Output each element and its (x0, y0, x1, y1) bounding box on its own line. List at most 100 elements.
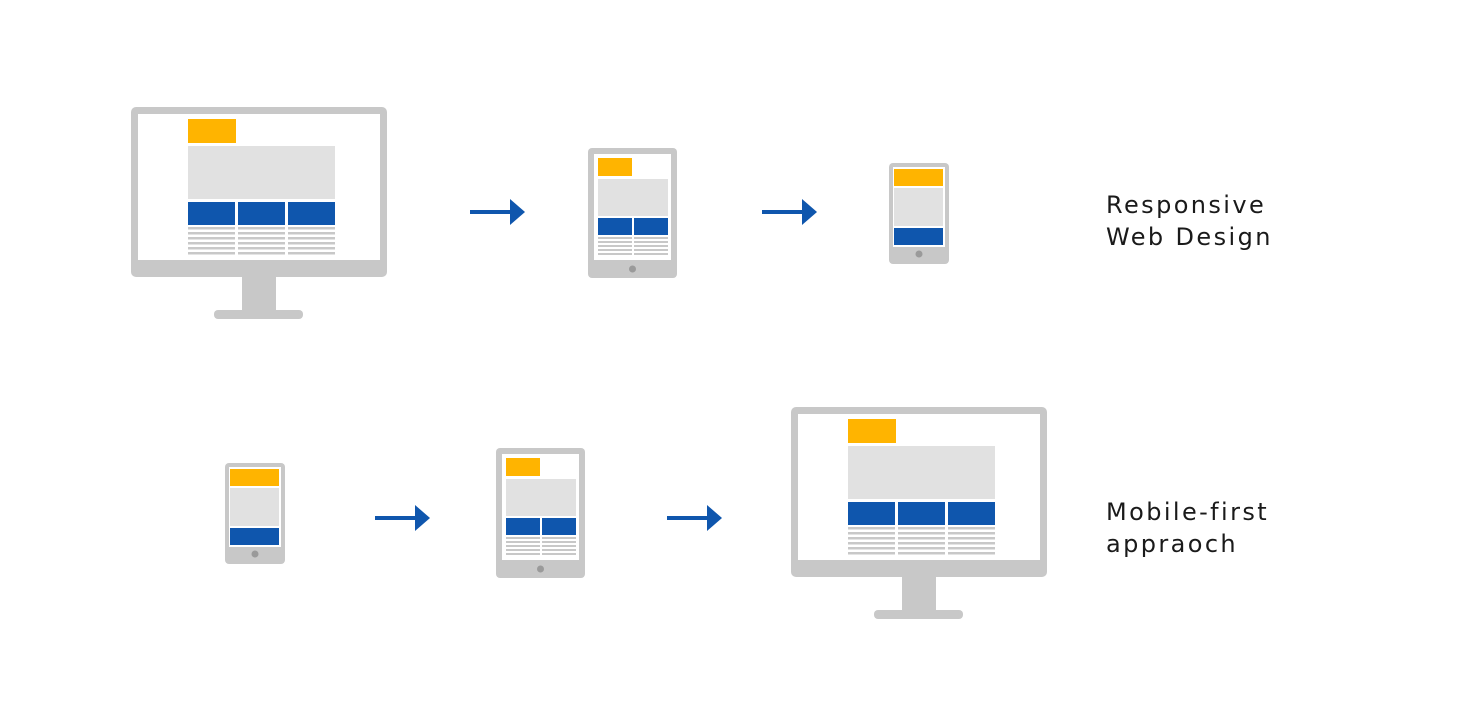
text-line (898, 552, 945, 555)
monitor-neck (242, 277, 276, 311)
text-line (506, 545, 540, 547)
mobile-first-approach-label: Mobile-first appraoch (1106, 496, 1269, 560)
text-line (634, 237, 668, 239)
text-line (238, 247, 285, 250)
arrow-head (510, 199, 525, 225)
text-line (634, 253, 668, 255)
text-line (506, 553, 540, 555)
column-block (894, 228, 943, 245)
text-line (634, 241, 668, 243)
text-line (848, 532, 895, 535)
mobile-first-label-line-1: Mobile-first (1106, 498, 1270, 526)
smartphone-icon (889, 163, 949, 264)
text-line (188, 237, 235, 240)
column-block (898, 502, 945, 525)
hero-block (894, 188, 943, 226)
text-line (948, 547, 995, 550)
text-line (948, 532, 995, 535)
text-line (188, 252, 235, 255)
hero-block (188, 146, 335, 199)
column-block (230, 528, 279, 545)
arrow-head (802, 199, 817, 225)
text-line (948, 527, 995, 530)
text-line (898, 547, 945, 550)
text-line (542, 549, 576, 551)
home-button (629, 265, 636, 273)
hero-block (848, 446, 995, 499)
arrow-head (415, 505, 430, 531)
text-line (542, 553, 576, 555)
text-line (848, 547, 895, 550)
text-line (848, 537, 895, 540)
text-line (288, 237, 335, 240)
text-line (238, 237, 285, 240)
responsive-label-line-1: Responsive (1106, 191, 1267, 219)
text-line (288, 227, 335, 230)
text-line (542, 541, 576, 543)
text-line (948, 537, 995, 540)
column-block (238, 202, 285, 225)
text-line (238, 242, 285, 245)
arrow-shaft (667, 516, 709, 520)
hero-block (506, 479, 576, 516)
header-block (188, 119, 236, 143)
tablet-icon (588, 148, 677, 278)
monitor-stand (874, 610, 963, 619)
text-line (188, 247, 235, 250)
responsive-label-line-2: Web Design (1106, 223, 1273, 251)
header-block (894, 169, 943, 186)
column-block (542, 518, 576, 535)
text-line (848, 542, 895, 545)
column-block (848, 502, 895, 525)
text-line (898, 532, 945, 535)
text-line (598, 245, 632, 247)
text-line (188, 242, 235, 245)
smartphone-icon (225, 463, 285, 564)
text-line (848, 527, 895, 530)
text-line (948, 552, 995, 555)
column-block (506, 518, 540, 535)
column-block (288, 202, 335, 225)
hero-block (598, 179, 668, 216)
text-line (238, 232, 285, 235)
arrow-shaft (470, 210, 512, 214)
hero-block (230, 488, 279, 526)
text-line (598, 237, 632, 239)
desktop-monitor-icon (131, 107, 387, 319)
text-line (542, 537, 576, 539)
text-line (598, 253, 632, 255)
right-arrow-icon (470, 199, 525, 225)
responsive-web-design-label: Responsive Web Design (1106, 189, 1273, 253)
desktop-monitor-icon (791, 407, 1047, 619)
column-block (598, 218, 632, 235)
text-line (506, 537, 540, 539)
home-button (251, 550, 259, 558)
text-line (288, 242, 335, 245)
text-line (898, 537, 945, 540)
text-line (506, 541, 540, 543)
text-line (634, 249, 668, 251)
text-line (598, 241, 632, 243)
text-line (288, 247, 335, 250)
header-block (506, 458, 540, 476)
text-line (948, 542, 995, 545)
text-line (898, 527, 945, 530)
text-line (898, 542, 945, 545)
text-line (188, 227, 235, 230)
text-line (848, 552, 895, 555)
home-button (915, 250, 923, 258)
text-line (288, 232, 335, 235)
right-arrow-icon (375, 505, 430, 531)
text-line (506, 549, 540, 551)
text-line (188, 232, 235, 235)
mobile-first-label-line-2: appraoch (1106, 530, 1239, 558)
tablet-icon (496, 448, 585, 578)
column-block (188, 202, 235, 225)
text-line (238, 252, 285, 255)
text-line (238, 227, 285, 230)
column-block (634, 218, 668, 235)
header-block (848, 419, 896, 443)
header-block (230, 469, 279, 486)
